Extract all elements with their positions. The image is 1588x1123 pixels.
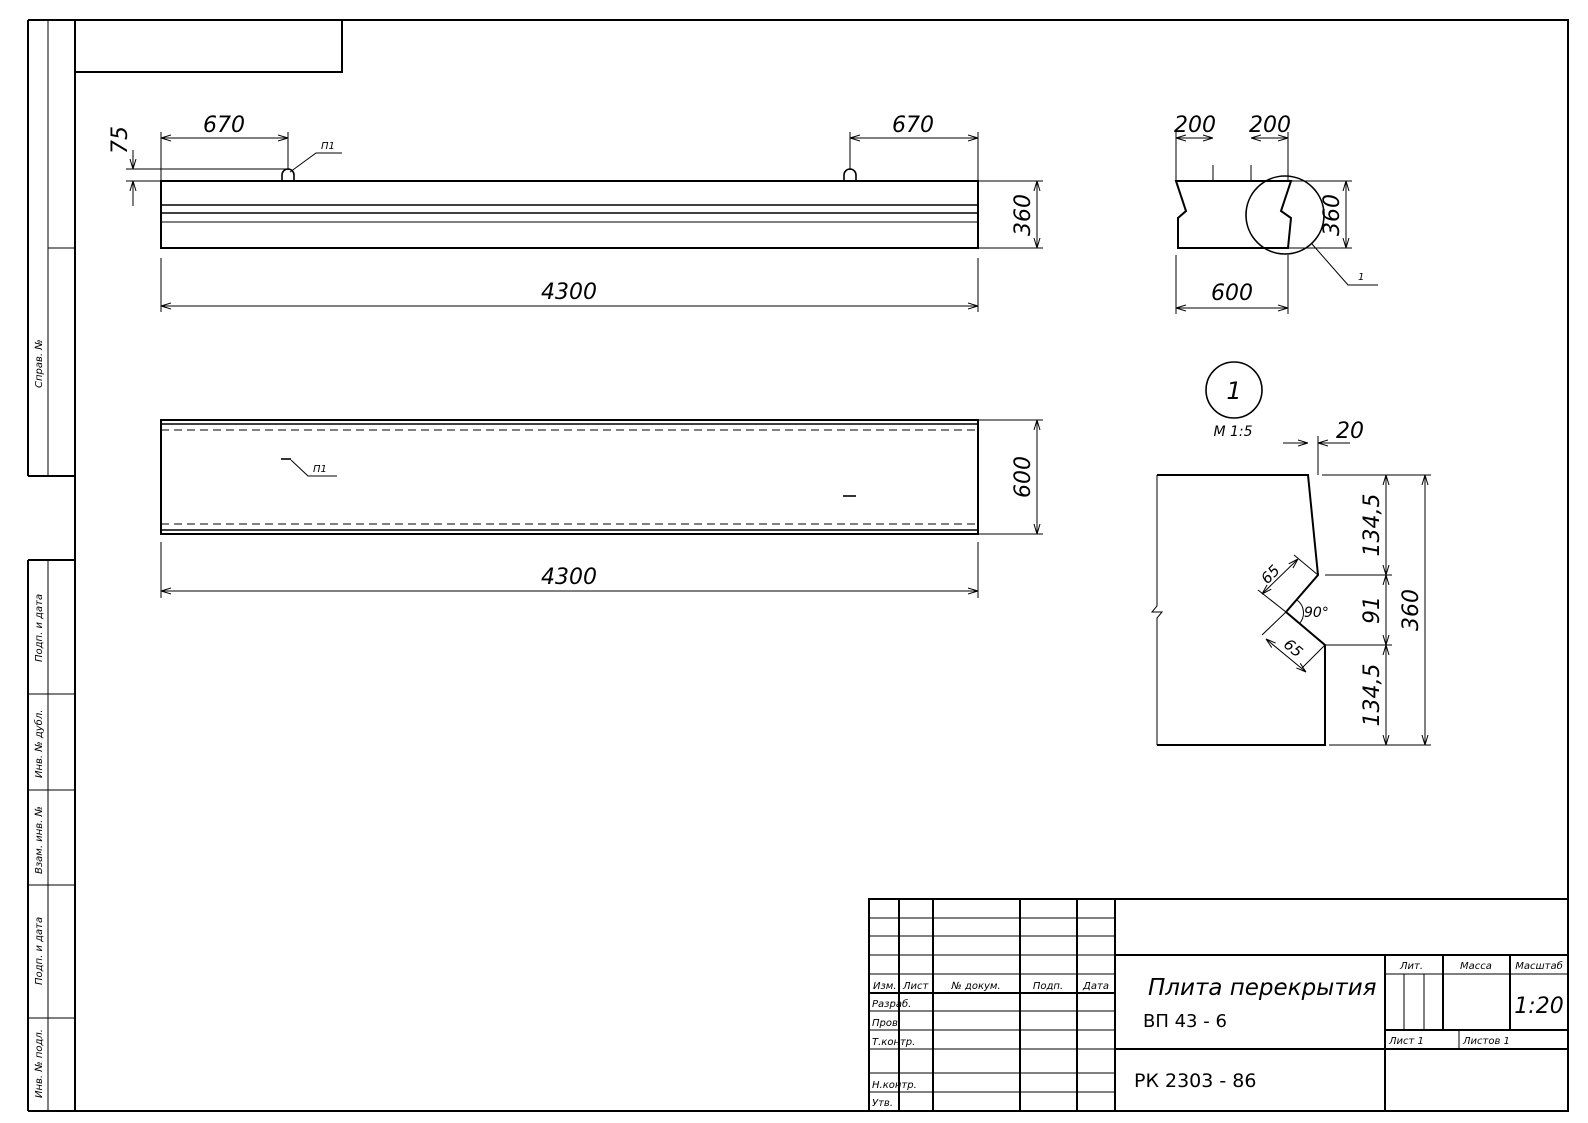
tb-scale-label: Масштаб bbox=[1515, 960, 1563, 972]
dim-elevation-length: 4300 bbox=[541, 280, 597, 305]
plan-view: П1 600 4300 bbox=[160, 419, 1043, 598]
callout-p1-elevation: П1 bbox=[321, 141, 335, 152]
tb-role-nkontr: Н.контр. bbox=[872, 1080, 917, 1091]
dim-detail-lower: 134,5 bbox=[1360, 664, 1385, 727]
detail-profile bbox=[1157, 474, 1326, 746]
detail-angle: 90° bbox=[1304, 605, 1329, 621]
detail-callout-number: 1 bbox=[1358, 272, 1364, 283]
detail-marker bbox=[1205, 361, 1263, 419]
slab-plan-outline bbox=[160, 419, 979, 535]
tb-header-data: Дата bbox=[1082, 981, 1109, 992]
margin-label-vzam: Взам. инв. № bbox=[34, 806, 45, 874]
dim-section-right: 200 bbox=[1249, 113, 1291, 138]
detail-scale: М 1:5 bbox=[1213, 424, 1252, 440]
tb-doc-number: РК 2303 - 86 bbox=[1134, 1070, 1256, 1092]
tb-header-doc: № докум. bbox=[950, 981, 1000, 992]
dim-detail-leg-lower: 65 bbox=[1280, 635, 1306, 661]
dim-detail-total: 360 bbox=[1399, 589, 1424, 631]
margin-label-inv-dubl: Инв. № дубл. bbox=[33, 710, 45, 778]
tb-scale-value: 1:20 bbox=[1514, 994, 1563, 1019]
dim-section-left: 200 bbox=[1174, 113, 1216, 138]
dim-detail-leg-upper: 65 bbox=[1257, 561, 1283, 587]
dim-offset: 75 bbox=[108, 126, 133, 154]
tb-role-tkontr: Т.контр. bbox=[872, 1037, 915, 1048]
tb-header-list: Лист bbox=[902, 981, 930, 992]
callout-p1-plan: П1 bbox=[313, 464, 327, 475]
slab-elevation-outline bbox=[160, 180, 979, 249]
tb-sheet-label: Лист 1 bbox=[1388, 1036, 1424, 1047]
tb-role-razrab: Разраб. bbox=[872, 998, 911, 1010]
margin-label-inv-podl: Инв. № подл. bbox=[34, 1029, 45, 1098]
tb-header-izm: Изм. bbox=[873, 981, 897, 992]
tb-role-utv: Утв. bbox=[872, 1098, 893, 1109]
section-outline bbox=[1174, 180, 1293, 249]
dim-detail-mid: 91 bbox=[1360, 596, 1385, 624]
dim-plan-width: 600 bbox=[1011, 456, 1036, 498]
dim-left-lift: 670 bbox=[203, 113, 245, 138]
detail-view: 1 М 1:5 20 134,5 91 134,5 360 65 65 bbox=[1150, 361, 1431, 746]
tb-lit-label: Лит. bbox=[1399, 961, 1423, 972]
tb-code: ВП 43 - 6 bbox=[1143, 1011, 1227, 1032]
tb-header-podp: Подп. bbox=[1033, 981, 1063, 992]
tb-role-prov: Пров. bbox=[872, 1018, 901, 1029]
dim-detail-top: 20 bbox=[1336, 419, 1364, 444]
margin-label-sprav: Справ. № bbox=[34, 339, 45, 388]
detail-circle bbox=[1245, 175, 1325, 255]
tb-mass-label: Масса bbox=[1460, 961, 1492, 972]
dim-section-width: 600 bbox=[1211, 281, 1253, 306]
detail-marker-number: 1 bbox=[1226, 377, 1241, 405]
cross-section-view: 200 200 360 600 1 bbox=[1174, 113, 1378, 314]
dim-right-lift: 670 bbox=[892, 113, 934, 138]
lifting-loop-right bbox=[843, 168, 857, 181]
left-margin-strip: Справ. № Подп. и дата Инв. № дубл. Взам.… bbox=[27, 19, 75, 1112]
tb-title: Плита перекрытия bbox=[1148, 975, 1377, 1001]
tb-sheets-label: Листов 1 bbox=[1462, 1036, 1510, 1047]
dim-elevation-height: 360 bbox=[1011, 194, 1036, 236]
elevation-view: 670 670 75 П1 360 4300 bbox=[108, 113, 1043, 312]
sheet-frame bbox=[74, 19, 1569, 1112]
dim-detail-upper: 134,5 bbox=[1360, 494, 1385, 557]
margin-label-podp-1: Подп. и дата bbox=[34, 594, 45, 662]
margin-label-podp-2: Подп. и дата bbox=[34, 917, 45, 985]
title-block: Изм. Лист № докум. Подп. Дата Разраб. Пр… bbox=[868, 898, 1569, 1112]
dim-plan-length: 4300 bbox=[541, 565, 597, 590]
